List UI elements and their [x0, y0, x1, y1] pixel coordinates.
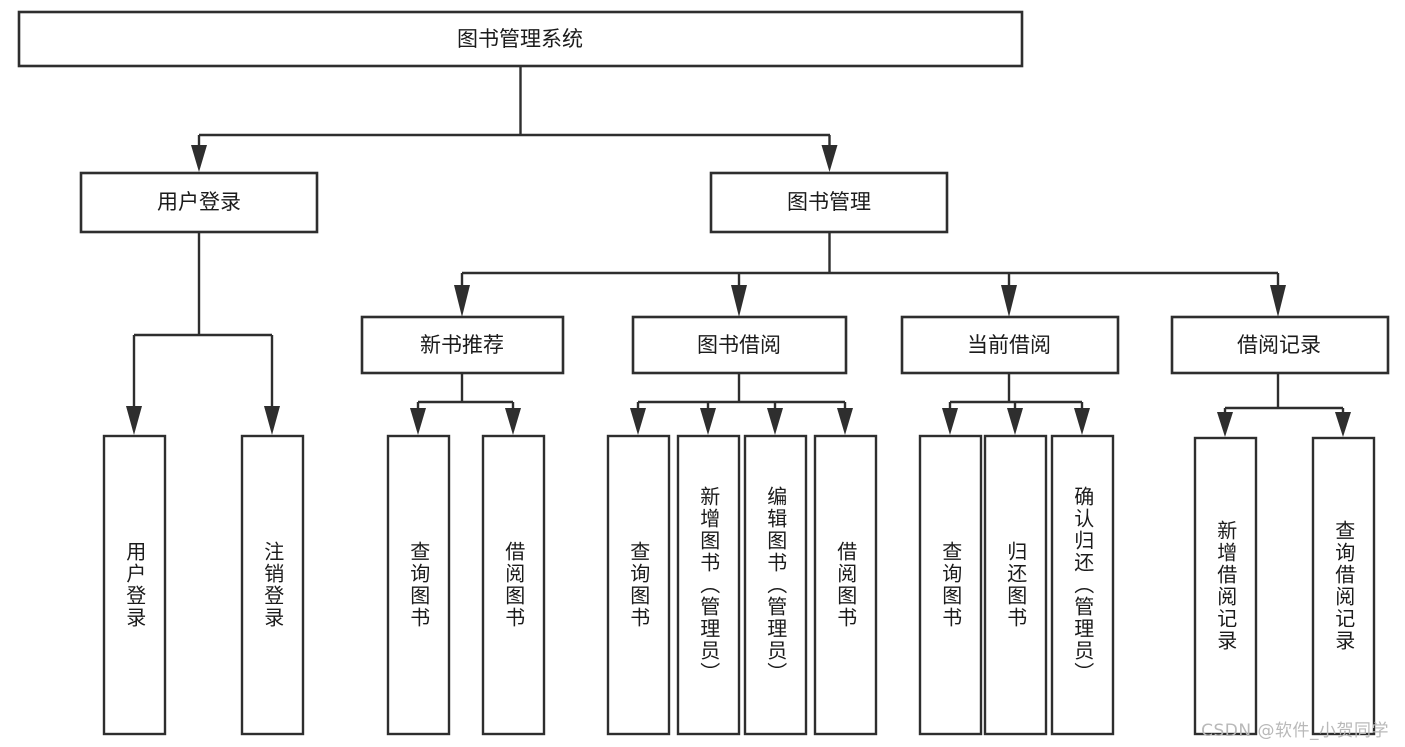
arrow-to-leaf-query-book-rec: [410, 408, 426, 435]
leaf-query-borrow-record-box[interactable]: [1311, 436, 1376, 736]
arrow-to-leaf-query-book-current: [942, 408, 958, 435]
leaf-boxes: [102, 434, 1376, 736]
arrow-to-current-borrow: [1001, 285, 1017, 317]
borrow-record-label: 借阅记录: [1237, 333, 1321, 357]
node-current-borrow[interactable]: 当前借阅: [900, 315, 1120, 375]
book-borrow-label: 图书借阅: [697, 333, 781, 357]
arrow-to-leaf-user-login: [126, 406, 142, 435]
leaf-borrow-book-box[interactable]: [813, 434, 878, 736]
user-login-label: 用户登录: [157, 190, 241, 214]
leaf-user-logout-box[interactable]: [240, 434, 305, 736]
arrow-to-leaf-user-logout: [264, 406, 280, 435]
leaf-user-login-box[interactable]: [102, 434, 167, 736]
leaf-query-book-borrow-box[interactable]: [606, 434, 671, 736]
leaf-query-book-rec-box[interactable]: [386, 434, 451, 736]
current-borrow-label: 当前借阅: [967, 333, 1051, 357]
book-borrow-box[interactable]: [631, 315, 848, 375]
new-book-recommend-box[interactable]: [360, 315, 565, 375]
arrow-to-leaf-add-book-admin: [700, 408, 716, 435]
user-login-box[interactable]: [79, 171, 319, 234]
new-book-recommend-label: 新书推荐: [420, 333, 504, 357]
node-new-book-recommend[interactable]: 新书推荐: [360, 315, 565, 375]
arrow-to-book-manage: [821, 145, 838, 172]
arrow-to-leaf-confirm-return-admin: [1074, 408, 1090, 435]
leaf-add-borrow-record-box[interactable]: [1193, 436, 1258, 736]
node-root[interactable]: 图书管理系统: [17, 10, 1024, 68]
arrow-to-leaf-edit-book-admin: [767, 408, 783, 435]
arrow-to-leaf-borrow-book: [837, 408, 853, 435]
arrow-to-leaf-query-borrow-record: [1335, 412, 1351, 437]
arrow-to-leaf-return-book: [1007, 408, 1023, 435]
arrow-to-user-login: [191, 145, 207, 172]
root-label: 图书管理系统: [457, 27, 583, 51]
arrow-to-leaf-borrow-book-rec: [505, 408, 521, 435]
leaf-query-book-current-box[interactable]: [918, 434, 983, 736]
leaf-return-book-box[interactable]: [983, 434, 1048, 736]
connectors: [126, 66, 1351, 437]
node-user-login[interactable]: 用户登录: [79, 171, 319, 234]
csdn-watermark: CSDN @软件_小贺同学: [1201, 721, 1389, 741]
book-manage-label: 图书管理: [787, 190, 871, 214]
root-box[interactable]: [17, 10, 1024, 68]
borrow-record-box[interactable]: [1170, 315, 1390, 375]
arrow-to-book-borrow: [731, 285, 747, 317]
arrow-to-new-book-recommend: [454, 285, 470, 317]
node-book-borrow[interactable]: 图书借阅: [631, 315, 848, 375]
arrow-to-leaf-query-book-borrow: [630, 408, 646, 435]
arrow-to-leaf-add-borrow-record: [1217, 412, 1233, 437]
node-book-manage[interactable]: 图书管理: [709, 171, 949, 234]
leaf-edit-book-admin-box[interactable]: [743, 434, 808, 736]
node-borrow-record[interactable]: 借阅记录: [1170, 315, 1390, 375]
leaf-add-book-admin-box[interactable]: [676, 434, 741, 736]
book-manage-box[interactable]: [709, 171, 949, 234]
leaf-borrow-book-rec-box[interactable]: [481, 434, 546, 736]
current-borrow-box[interactable]: [900, 315, 1120, 375]
arrow-to-borrow-record: [1270, 285, 1286, 317]
leaf-confirm-return-admin-box[interactable]: [1050, 434, 1115, 736]
